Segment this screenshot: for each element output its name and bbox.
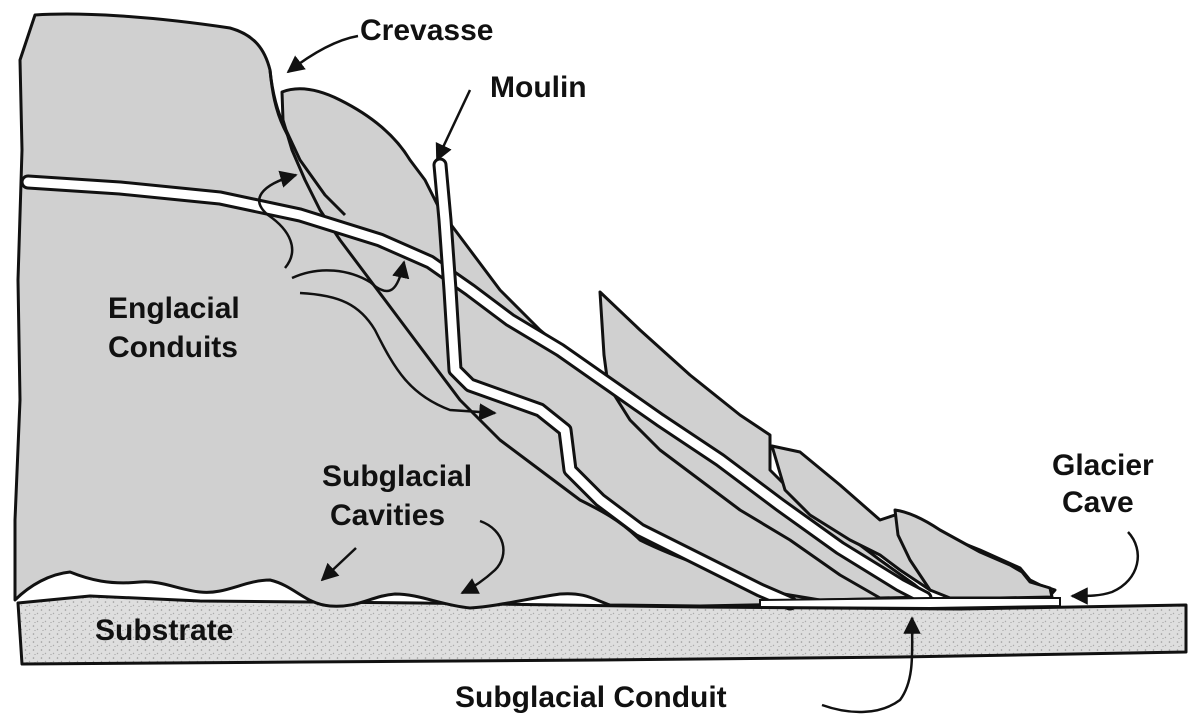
- label-subglacial-cavities-line2: Cavities: [330, 499, 445, 532]
- label-englacial-line1: Englacial: [108, 292, 240, 325]
- label-substrate: Substrate: [95, 614, 233, 647]
- label-glacier-cave-line2: Cave: [1062, 486, 1134, 519]
- glacier-ice-block-4: [895, 510, 1052, 598]
- label-crevasse: Crevasse: [360, 14, 493, 47]
- label-englacial-line2: Conduits: [108, 331, 238, 364]
- label-glacier-cave-line1: Glacier: [1052, 449, 1154, 482]
- subglacial-conduit-channel: [760, 598, 1060, 608]
- label-subglacial-conduit: Subglacial Conduit: [455, 681, 727, 714]
- label-subglacial-cavities-line1: Subglacial: [322, 460, 472, 493]
- glacier-cave-arrow: [1072, 532, 1138, 596]
- label-moulin: Moulin: [490, 71, 587, 104]
- crevasse-arrow: [288, 36, 358, 72]
- moulin-arrow: [437, 90, 470, 160]
